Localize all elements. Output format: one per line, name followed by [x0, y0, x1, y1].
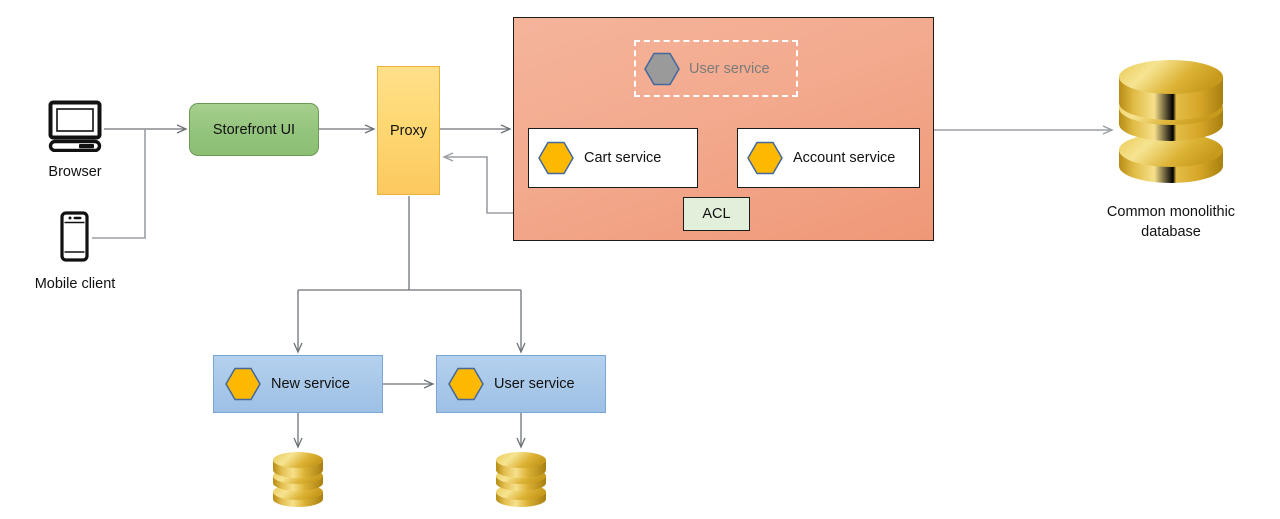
browser-label: Browser: [48, 164, 102, 180]
user-service-database-icon: [496, 452, 546, 507]
mobile-client-label: Mobile client: [34, 276, 116, 292]
new-service-node[interactable]: New service: [213, 355, 383, 413]
monolith-service-cart-service[interactable]: Cart service: [528, 128, 698, 188]
monolith-service-user-service[interactable]: User service: [634, 40, 798, 97]
common-monolithic-database-icon: [1119, 60, 1223, 183]
monolith-service-label: Cart service: [584, 150, 662, 166]
storefront-ui-node[interactable]: Storefront UI: [189, 103, 319, 156]
acl-node[interactable]: ACL: [683, 197, 750, 231]
user-service-label: User service: [494, 376, 575, 392]
hexagon-icon: [747, 141, 783, 175]
proxy-node[interactable]: Proxy: [377, 66, 440, 195]
hexagon-icon: [538, 141, 574, 175]
database-label-line1: Common monolithic: [1106, 204, 1236, 220]
hexagon-icon: [448, 367, 484, 401]
monolith-service-label: User service: [689, 60, 770, 77]
hexagon-icon: [225, 367, 261, 401]
database-label-line2: database: [1141, 223, 1201, 240]
common-monolithic-database-label: Common monolithic database: [1090, 203, 1252, 242]
proxy-label: Proxy: [389, 122, 428, 139]
desktop-computer-icon: [48, 100, 102, 152]
mobile-phone-icon: [60, 211, 89, 262]
new-service-database-icon: [273, 452, 323, 507]
hexagon-icon: [644, 52, 680, 85]
monolith-service-account-service[interactable]: Account service: [737, 128, 920, 188]
new-service-label: New service: [271, 376, 350, 392]
storefront-ui-label: Storefront UI: [212, 121, 296, 138]
acl-label: ACL: [702, 206, 731, 222]
user-service-node[interactable]: User service: [436, 355, 606, 413]
monolith-service-label: Account service: [793, 150, 896, 166]
